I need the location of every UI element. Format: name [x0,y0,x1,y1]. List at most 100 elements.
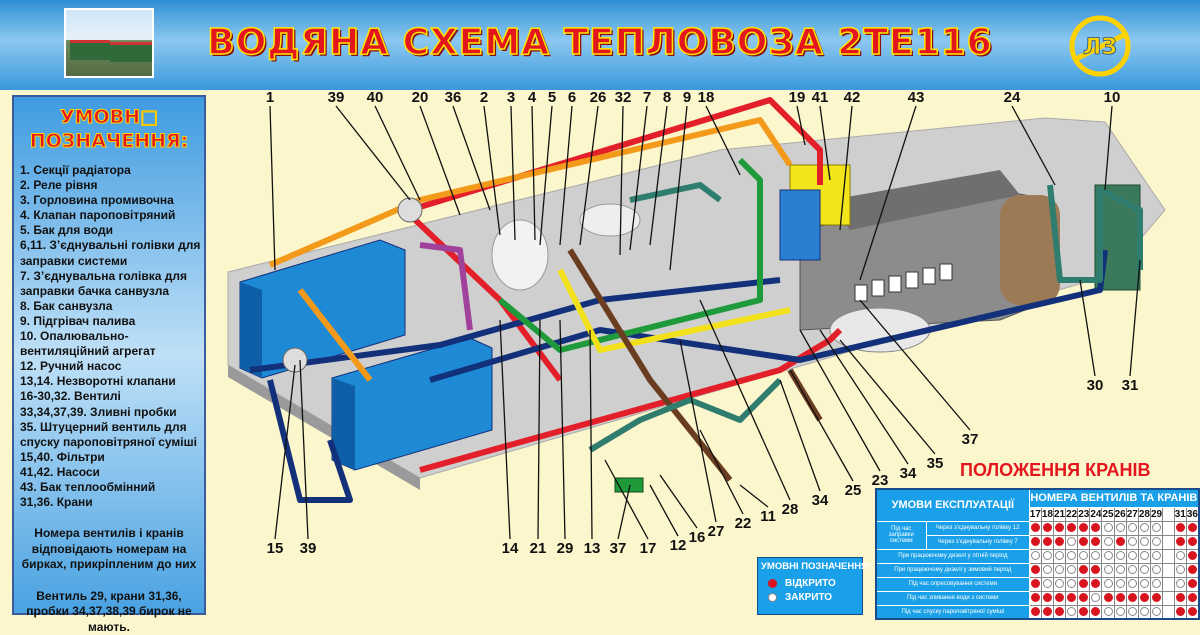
valve-key: УМОВНІ ПОЗНАЧЕННЯ: ВІДКРИТО ЗАКРИТО [757,557,871,615]
valve-state-cell [1065,590,1079,606]
svg-text:ЛЗ: ЛЗ [1083,35,1117,60]
leader-line [499,319,511,540]
column-header: 21 [1052,506,1067,522]
open-dot-icon [1067,523,1077,533]
leader-line [839,105,853,231]
valve-state-cell [1185,576,1200,592]
callout-label: 15 [267,540,284,557]
callout-label: 42 [844,89,861,106]
valve-state-cell [1113,590,1127,606]
leader-line [859,105,917,281]
legend-item: 3. Горловина промивочна [20,193,174,208]
open-dot-icon [1175,593,1185,603]
numbers-header: НОМЕРА ВЕНТИЛІВ ТА КРАНІВ [1028,488,1200,508]
open-dot-icon [1115,593,1125,603]
leader-line [589,329,593,540]
table-row: Під час спуску пароповітряної суміші [875,604,1200,620]
callout-label: 20 [412,89,429,106]
row-label: Під час зливання води з системи [875,590,1030,606]
leader-line [739,484,769,508]
leader-line [539,105,553,246]
closed-dot-icon [1055,565,1064,575]
diesel-engine [799,170,1060,353]
closed-dot-icon [1152,565,1161,575]
orange-pipe [268,117,793,268]
closed-dot-icon [1115,523,1125,533]
valve-state-cell [1089,534,1103,550]
column-header [1162,506,1175,522]
leader-line [559,319,566,540]
legend-note: Вентиль 29, крани 31,36, пробки 34,37,38… [26,588,192,634]
locomotive-photo [64,8,154,78]
leader-line [705,105,741,176]
closed-dot-icon [1152,537,1161,547]
open-dot-icon [1175,607,1185,617]
closed-dot-icon [1175,565,1185,575]
valve-state-cell [1125,576,1139,592]
open-dot-icon [1042,607,1052,617]
callout-label: 36 [445,89,462,106]
closed-dot-icon [1055,579,1064,589]
open-dot-icon [1055,607,1064,617]
valve-state-cell [1125,604,1139,620]
closed-dot-icon [1067,551,1077,561]
brown-pipe [567,248,733,482]
filter [397,197,423,223]
open-dot-icon [768,579,777,588]
valve-state-cell [1162,590,1175,606]
valve-state-cell [1077,520,1091,536]
callout-label: 34 [812,492,829,509]
callout-label: 18 [698,89,715,106]
valve-state-cell [1185,590,1200,606]
column-header: 28 [1137,506,1151,522]
valve-state-cell [1052,590,1067,606]
valve-state-cell [1077,576,1091,592]
closed-dot-icon [1115,565,1125,575]
open-dot-icon [1030,579,1040,589]
closed-dot-icon [1030,551,1040,561]
valve-state-cell [1125,562,1139,578]
closed-dot-icon [1152,551,1161,561]
callout-label: 8 [663,89,671,106]
callout-label: 14 [502,540,519,557]
valve-state-cell [1173,576,1187,592]
callout-label: 43 [908,89,925,106]
valve-state-cell [1137,562,1151,578]
valve-state-cell [1101,534,1115,550]
closed-dot-icon [1067,565,1077,575]
leader-line [374,105,421,201]
row-label: При працюючому дизелі у зимовий період [875,562,1030,578]
valve-state-cell [1089,590,1103,606]
table-row: Під час зливання води з системи [875,590,1200,606]
leader-line [819,105,831,181]
leader-line [839,339,936,455]
open-dot-icon [1079,537,1089,547]
valve-state-cell [1185,534,1200,550]
leader-line [274,364,296,540]
closed-dot-icon [1175,551,1185,561]
callout-label: 24 [1004,89,1021,106]
leader-line [669,105,688,271]
leader-line [1079,279,1096,377]
valve-state-cell [1113,576,1127,592]
valve-state-cell [1173,534,1187,550]
page-title: ВОДЯНА СХЕМА ТЕПЛОВОЗА 2ТЕ116 [207,21,993,64]
leader-line [659,474,698,529]
leader-line [537,319,541,540]
open-dot-icon [1115,537,1125,547]
filter [282,347,308,373]
closed-dot-icon [1091,593,1101,603]
legend-item: 7. З’єднувальна голівка для заправки бач… [20,268,187,298]
open-dot-icon [1187,565,1197,575]
valve-state-cell [1065,576,1079,592]
leader-line [629,105,648,251]
radiator-section [239,239,406,379]
valve-state-cell [1065,534,1079,550]
valve-state-cell [1162,520,1175,536]
row-label: Через з’єднувальну голівку 12 [925,520,1030,536]
row-label: При працюючому дизелі у літній період [875,548,1030,564]
callout-label: 11 [760,508,776,525]
valve-state-cell [1089,604,1103,620]
valve-state-cell [1028,520,1042,536]
